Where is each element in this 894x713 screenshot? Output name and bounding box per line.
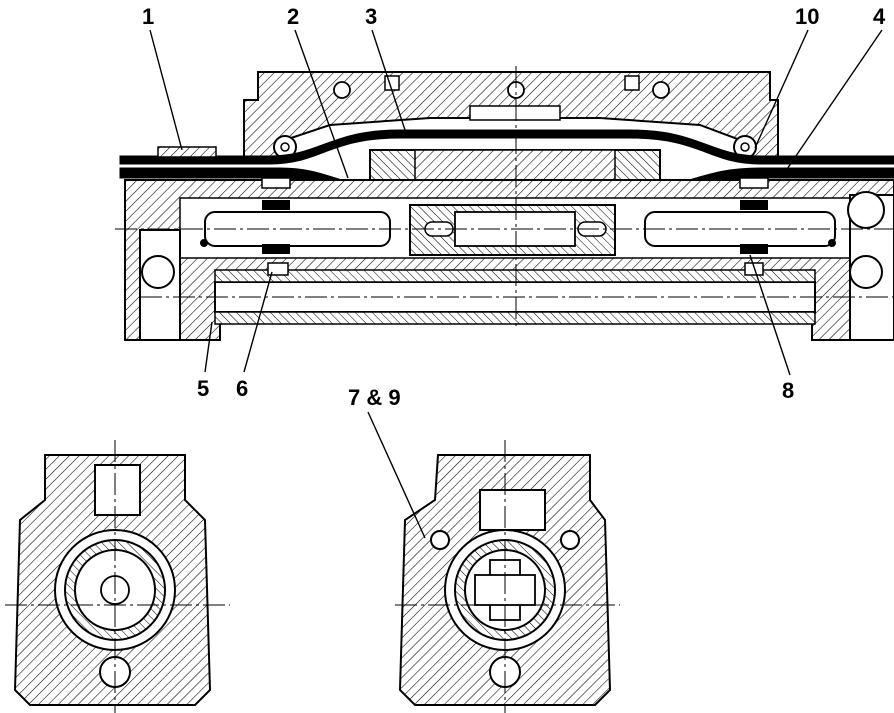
guide-roller bbox=[280, 142, 290, 152]
lower-tube-wall bbox=[214, 311, 816, 325]
sealing-band bbox=[119, 129, 894, 165]
lower-tube-wall bbox=[214, 269, 816, 283]
callout-2: 2 bbox=[287, 4, 299, 29]
bolt-hole bbox=[652, 81, 670, 99]
callout-3: 3 bbox=[365, 4, 377, 29]
carriage-head bbox=[94, 464, 141, 516]
leader-lines bbox=[149, 29, 883, 539]
cross-section-left bbox=[5, 440, 230, 713]
port-bore bbox=[141, 255, 175, 289]
carriage-head bbox=[479, 489, 546, 531]
longitudinal-section bbox=[115, 66, 894, 341]
callout-5: 5 bbox=[197, 376, 209, 401]
carriage-slot bbox=[384, 75, 400, 91]
band-clamp bbox=[157, 146, 217, 158]
callout-4: 4 bbox=[873, 4, 886, 29]
cross-section-right bbox=[395, 440, 620, 713]
guide-ball bbox=[560, 530, 580, 550]
callout-10: 10 bbox=[795, 4, 819, 29]
guide-roller bbox=[740, 142, 750, 152]
callout-1: 1 bbox=[142, 4, 154, 29]
callouts: 1 2 3 10 4 5 6 7 & 9 8 bbox=[142, 4, 886, 410]
callout-6: 6 bbox=[236, 376, 248, 401]
port-bore bbox=[847, 191, 885, 229]
carriage-recess bbox=[469, 105, 561, 121]
callout-8: 8 bbox=[782, 378, 794, 403]
bolt-hole bbox=[333, 81, 351, 99]
carriage-slot bbox=[624, 75, 640, 91]
callout-7-9: 7 & 9 bbox=[348, 385, 401, 410]
guide-ball bbox=[430, 530, 450, 550]
seals bbox=[200, 177, 836, 276]
piston-right bbox=[644, 211, 836, 247]
port-bore bbox=[849, 255, 883, 289]
